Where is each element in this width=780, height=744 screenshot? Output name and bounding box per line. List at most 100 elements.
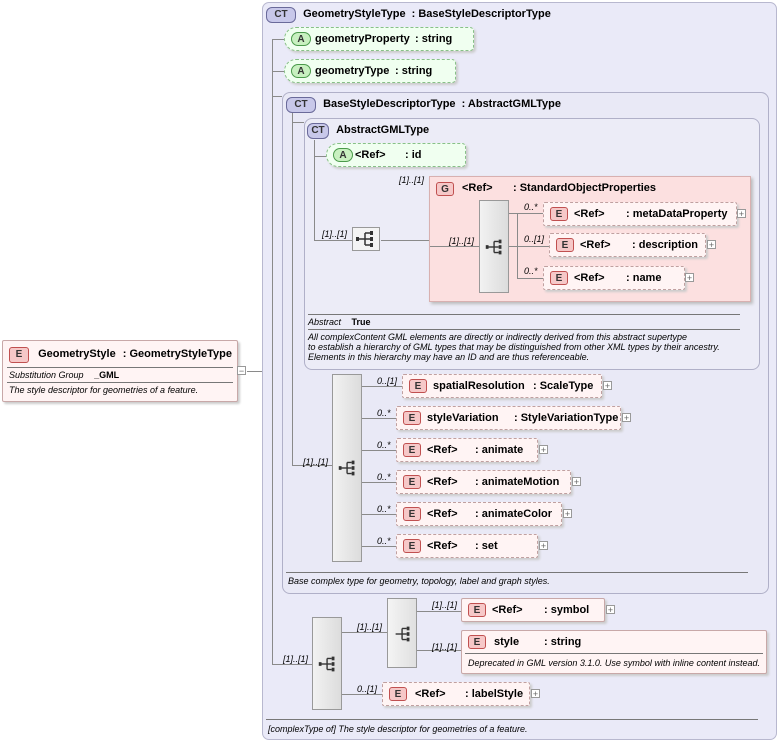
element-animate[interactable]: E <Ref> : animate <box>396 438 538 462</box>
element-name-ref[interactable]: E <Ref> : name <box>543 266 685 290</box>
complex-type-badge-icon: CT <box>286 97 316 113</box>
element-label-style[interactable]: E <Ref> : labelStyle <box>382 682 530 706</box>
base-doc: Base complex type for geometry, topology… <box>288 576 550 586</box>
sequence-occurrence: [1]..[1] <box>449 236 475 246</box>
item-occurrence: 0..* <box>524 266 538 276</box>
element-type: : string <box>544 636 582 648</box>
item-occurrence: 0..[1] <box>524 234 545 244</box>
element-badge-icon: E <box>556 238 574 252</box>
element-name: <Ref> <box>574 272 605 284</box>
element-animate-color[interactable]: E <Ref> : animateColor <box>396 502 562 526</box>
divider <box>465 653 763 654</box>
element-name: <Ref> <box>427 540 458 552</box>
expand-icon[interactable]: + <box>572 477 581 487</box>
divider <box>286 572 748 573</box>
expand-icon[interactable]: + <box>603 381 612 391</box>
sequence-occurrence: [1]..[1] <box>283 654 309 664</box>
sequence-occurrence: [1]..[1] <box>322 229 348 239</box>
element-badge-icon: E <box>550 271 568 285</box>
element-type: : ScaleType <box>533 380 594 392</box>
root-element-header: E GeometryStyle : GeometryStyleType <box>9 347 232 363</box>
sequence-icon[interactable] <box>352 227 380 251</box>
element-style-variation[interactable]: E styleVariation : StyleVariationType <box>396 406 621 430</box>
expand-icon[interactable]: + <box>606 605 615 615</box>
item-occurrence: [1]..[1] <box>432 642 458 652</box>
sequence-compositor[interactable] <box>312 617 342 710</box>
element-badge-icon: E <box>468 635 486 649</box>
element-type: : set <box>475 540 498 552</box>
root-element-box[interactable]: E GeometryStyle : GeometryStyleType Subs… <box>2 340 238 402</box>
item-occurrence: 0..* <box>377 504 391 514</box>
outer-type-name: GeometryStyleType <box>303 8 406 20</box>
base-type-extends: : AbstractGMLType <box>461 98 562 110</box>
element-name: styleVariation <box>427 412 499 424</box>
abstract-doc-line: All complexContent GML elements are dire… <box>308 332 687 342</box>
expand-icon[interactable]: + <box>563 509 572 519</box>
divider <box>266 719 758 720</box>
element-type: : symbol <box>544 604 590 616</box>
element-animate-motion[interactable]: E <Ref> : animateMotion <box>396 470 571 494</box>
outer-header: CT GeometryStyleType : BaseStyleDescript… <box>266 7 551 23</box>
element-metadata-property[interactable]: E <Ref> : metaDataProperty <box>543 202 737 226</box>
element-description[interactable]: E <Ref> : description <box>549 233 706 257</box>
expand-icon[interactable]: + <box>685 273 694 283</box>
element-badge-icon: E <box>9 347 29 363</box>
group-badge-icon: G <box>436 182 454 196</box>
complex-type-badge-icon: CT <box>266 7 296 23</box>
attribute-type: : string <box>415 33 453 45</box>
sequence-occurrence: [1]..[1] <box>303 457 329 467</box>
element-type: : animate <box>475 444 524 456</box>
item-occurrence: [1]..[1] <box>432 600 458 610</box>
root-element-type: : GeometryStyleType <box>122 348 233 360</box>
element-spatial-resolution[interactable]: E spatialResolution : ScaleType <box>402 374 602 398</box>
abstract-doc-line: to establish a hierarchy of GML types th… <box>308 342 720 352</box>
item-occurrence: 0..* <box>524 202 538 212</box>
complex-type-badge-icon: CT <box>307 123 329 139</box>
substitution-group-label: Substitution Group <box>9 370 84 380</box>
expand-icon[interactable]: + <box>539 445 548 455</box>
element-style[interactable]: E style : string Deprecated in GML versi… <box>461 630 767 674</box>
expand-icon[interactable]: + <box>622 413 631 423</box>
expand-icon[interactable]: + <box>531 689 540 699</box>
element-badge-icon: E <box>468 603 486 617</box>
group-name: <Ref> <box>462 182 493 194</box>
choice-occurrence: [1]..[1] <box>357 622 383 632</box>
element-name: <Ref> <box>427 508 458 520</box>
element-badge-icon: E <box>389 687 407 701</box>
choice-compositor[interactable] <box>387 598 417 668</box>
group-occurrence: [1]..[1] <box>399 175 425 185</box>
element-type: : name <box>626 272 662 284</box>
expand-icon[interactable]: + <box>707 240 716 250</box>
substitution-group-value: _GML <box>94 370 120 380</box>
outer-footer: [complexType of] The style descriptor fo… <box>268 724 528 734</box>
element-name: <Ref> <box>580 239 611 251</box>
element-name: <Ref> <box>492 604 523 616</box>
attribute-name: geometryProperty <box>315 33 410 45</box>
sequence-compositor[interactable] <box>332 374 362 562</box>
abstract-value: True <box>351 317 371 327</box>
element-type: : description <box>632 239 699 251</box>
expand-icon[interactable]: + <box>539 541 548 551</box>
item-occurrence: 0..* <box>377 536 391 546</box>
attribute-geometry-type[interactable]: A geometryType : string <box>284 59 456 83</box>
element-type: : metaDataProperty <box>626 208 728 220</box>
element-badge-icon: E <box>409 379 427 393</box>
item-occurrence: 0..* <box>377 440 391 450</box>
attribute-geometry-property[interactable]: A geometryProperty : string <box>284 27 474 51</box>
element-name: style <box>494 636 520 648</box>
element-set[interactable]: E <Ref> : set <box>396 534 538 558</box>
sequence-compositor[interactable] <box>479 200 509 293</box>
element-type: : labelStyle <box>465 688 524 700</box>
attribute-type: : id <box>405 149 422 161</box>
expand-icon[interactable]: + <box>737 209 746 219</box>
element-type: : animateColor <box>475 508 553 520</box>
divider <box>7 367 233 368</box>
abstract-doc: All complexContent GML elements are dire… <box>308 332 720 362</box>
attribute-badge-icon: A <box>291 32 311 46</box>
element-badge-icon: E <box>403 539 421 553</box>
abstract-property: Abstract True <box>308 317 371 327</box>
item-occurrence: 0..[1] <box>377 376 398 386</box>
attribute-ref-id[interactable]: A <Ref> : id <box>326 143 466 167</box>
element-symbol[interactable]: E <Ref> : symbol <box>461 598 605 622</box>
collapse-icon[interactable]: − <box>237 366 246 376</box>
